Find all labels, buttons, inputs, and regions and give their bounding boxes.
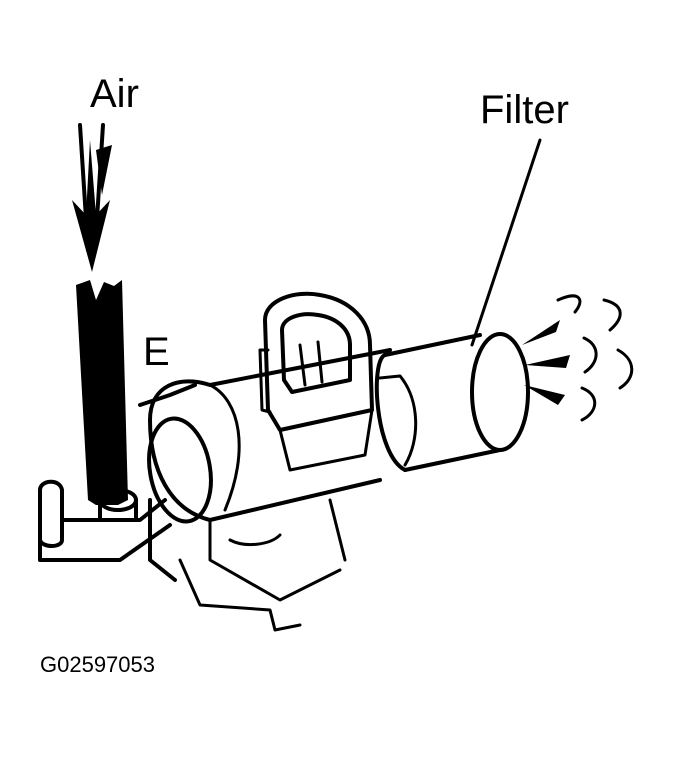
figure-code: G02597053 — [40, 652, 155, 677]
filter-leader-line — [470, 138, 542, 347]
port-e-nozzle — [38, 479, 177, 582]
air-label: Air — [90, 72, 139, 116]
solenoid-body — [138, 348, 392, 632]
filter-housing — [374, 332, 530, 472]
air-arrow — [72, 123, 112, 272]
air-stream — [76, 280, 128, 505]
filter-label: Filter — [480, 88, 569, 132]
port-e-label: E — [143, 330, 170, 374]
electrical-connector — [258, 291, 374, 472]
exhaust-puffs — [522, 294, 634, 422]
